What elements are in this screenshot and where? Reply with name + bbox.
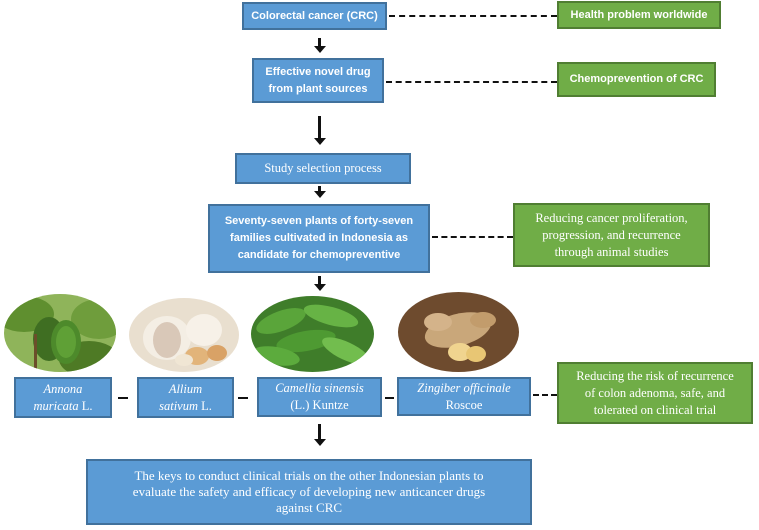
- garlic-photo: [129, 298, 239, 372]
- allium-author: L.: [201, 398, 212, 413]
- keys-line1: The keys to conduct clinical trials on t…: [134, 468, 484, 483]
- tea-leaves-photo: [251, 296, 374, 372]
- health-problem-label: Health problem worldwide: [570, 8, 708, 21]
- plant-box-annona: Annona muricata L.: [14, 377, 112, 418]
- reduce2-line1: Reducing the risk of recurrence: [576, 368, 734, 383]
- reducing-recurrence-box: Reducing the risk of recurrence of colon…: [557, 362, 753, 424]
- zingiber-author: Roscoe: [445, 397, 483, 412]
- novel-drug-box: Effective novel drug from plant sources: [252, 58, 384, 103]
- connector-camellia-zingiber: [385, 397, 394, 399]
- connector-zingiber-reduce2: [533, 394, 557, 396]
- reduce1-line3: through animal studies: [554, 244, 669, 259]
- connector-annona-allium: [118, 397, 128, 399]
- novel-drug-line1: Effective novel drug: [265, 65, 371, 78]
- soursop-photo: [4, 294, 116, 372]
- plants-line3: candidate for chemopreventive: [237, 249, 401, 261]
- crc-box: Colorectal cancer (CRC): [242, 2, 387, 30]
- reduce2-line3: tolerated on clinical trial: [593, 402, 717, 417]
- plant-box-allium: Allium sativum L.: [137, 377, 234, 418]
- plants-line1: Seventy-seven plants of forty-seven: [224, 215, 414, 227]
- chemoprevention-box: Chemoprevention of CRC: [557, 62, 716, 97]
- reduce1-line2: progression, and recurrence: [542, 227, 681, 242]
- zingiber-name: Zingiber officinale: [417, 380, 511, 395]
- annona-species: muricata: [33, 398, 79, 413]
- keys-box: The keys to conduct clinical trials on t…: [86, 459, 532, 525]
- connector-plants-reduce1: [432, 236, 513, 238]
- crc-label: Colorectal cancer (CRC): [251, 9, 378, 22]
- reducing-proliferation-box: Reducing cancer proliferation, progressi…: [513, 203, 710, 267]
- camellia-name: Camellia sinensis: [275, 381, 364, 395]
- reduce1-line1: Reducing cancer proliferation,: [535, 210, 688, 225]
- keys-line3: against CRC: [275, 500, 343, 515]
- plant-box-zingiber: Zingiber officinale Roscoe: [397, 377, 531, 416]
- study-selection-label: Study selection process: [264, 161, 382, 175]
- annona-author: L.: [81, 398, 93, 413]
- keys-line2: evaluate the safety and efficacy of deve…: [132, 484, 486, 499]
- allium-species: sativum: [159, 398, 198, 413]
- ginger-photo: [398, 292, 519, 372]
- study-selection-box: Study selection process: [235, 153, 411, 184]
- seventy-seven-plants-box: Seventy-seven plants of forty-seven fami…: [208, 204, 430, 273]
- allium-genus: Allium: [168, 381, 203, 396]
- connector-crc-health: [389, 15, 557, 17]
- connector-allium-camellia: [238, 397, 248, 399]
- plant-box-camellia: Camellia sinensis (L.) Kuntze: [257, 377, 382, 417]
- novel-drug-line2: from plant sources: [268, 82, 368, 95]
- connector-drug-chemo: [386, 81, 557, 83]
- camellia-author: (L.) Kuntze: [290, 398, 349, 412]
- plants-line2: families cultivated in Indonesia as: [230, 232, 408, 244]
- chemoprevention-label: Chemoprevention of CRC: [569, 73, 704, 85]
- health-problem-box: Health problem worldwide: [557, 1, 721, 29]
- reduce2-line2: of colon adenoma, safe, and: [584, 385, 726, 400]
- annona-genus: Annona: [43, 381, 83, 396]
